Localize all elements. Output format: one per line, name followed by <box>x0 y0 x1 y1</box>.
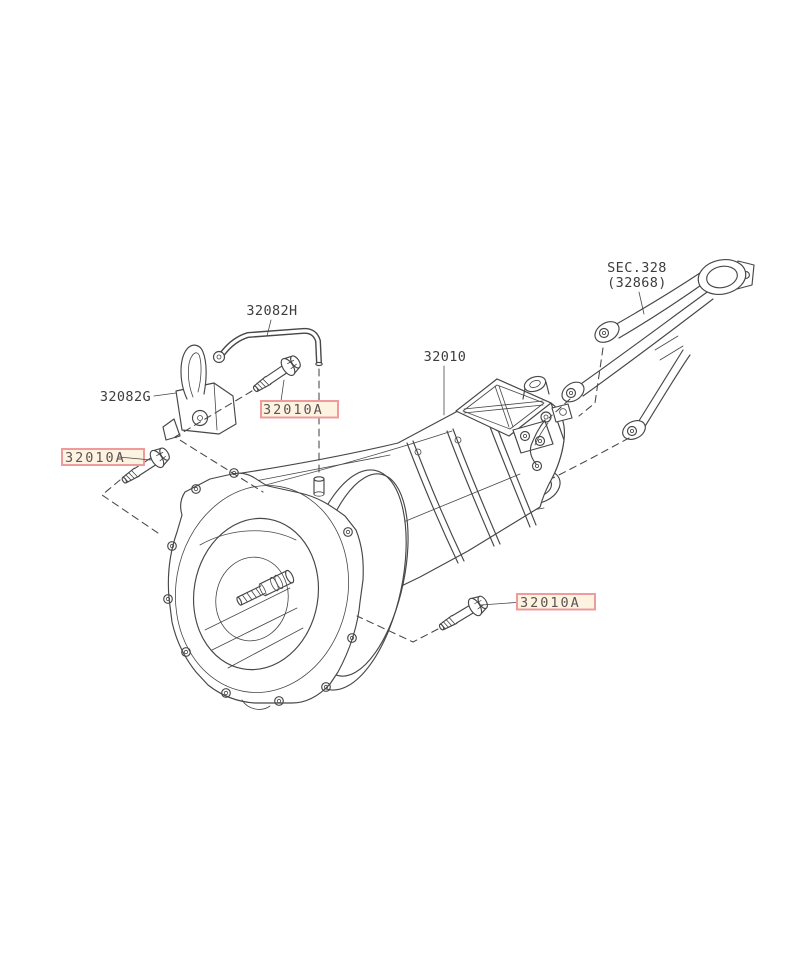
bracket-collar-ring <box>697 259 755 295</box>
guide-line-middle-bolt <box>174 390 264 493</box>
leader-line <box>118 456 152 461</box>
label-32082h-text: 32082H <box>246 303 297 319</box>
guide-line-bracket-upper <box>578 347 604 417</box>
breather-pipe-32082h <box>212 327 323 367</box>
flange-bolt-bottom <box>434 591 492 637</box>
leader-line <box>480 602 517 606</box>
shifter-mount-details <box>512 403 573 472</box>
case-rib-hoops <box>406 416 537 564</box>
label-sec328-line2: (32868) <box>607 275 667 291</box>
part-link-32010a-front-left[interactable]: 32010A <box>61 448 152 466</box>
guide-line-bracket-bottom <box>552 437 630 479</box>
bracket-arm-upper <box>612 270 704 327</box>
part-link-text[interactable]: 32010A <box>65 450 126 466</box>
bracket-arm-lower <box>577 289 711 387</box>
leader-line <box>266 319 272 337</box>
bell-housing <box>163 468 364 710</box>
part-link-32010a-lower-right[interactable]: 32010A <box>480 593 596 611</box>
label-32082g-text: 32082G <box>100 389 151 405</box>
flange-bolt-middle <box>248 351 305 399</box>
leader-line <box>153 392 177 397</box>
sec328-support-bracket <box>561 259 755 440</box>
bracket-arm-bottom <box>636 349 684 425</box>
highlight-box[interactable] <box>516 593 596 611</box>
label-32010: 32010 <box>424 349 467 416</box>
part-link-text[interactable]: 32010A <box>263 402 324 418</box>
leader-line <box>638 291 645 315</box>
part-link-text[interactable]: 32010A <box>520 595 581 611</box>
pipe-open-end <box>315 361 323 367</box>
assembly-guide-lines <box>101 347 630 643</box>
transmission-assembly <box>163 375 573 710</box>
shift-cover <box>455 378 552 437</box>
clamp-bracket-32082g <box>162 344 237 441</box>
highlight-box[interactable] <box>61 448 145 466</box>
guide-line-bracket-lower <box>548 398 571 419</box>
guide-line-bottom-bolt <box>356 615 439 643</box>
label-32010-text: 32010 <box>424 349 467 365</box>
label-sec328-line1: SEC.328 <box>607 260 667 276</box>
bracket-boss-lower <box>561 381 585 403</box>
input-shaft <box>236 569 295 606</box>
bracket-boss-upper <box>594 321 620 343</box>
label-sec328: SEC.328 (32868) <box>607 260 667 315</box>
label-32082h: 32082H <box>246 303 297 337</box>
guide-line-left-bolt <box>101 479 159 534</box>
breather-port <box>313 476 325 497</box>
bracket-boss-bottom <box>622 420 646 440</box>
part-link-32010a-upper-middle[interactable]: 32010A <box>260 379 339 419</box>
label-32082g: 32082G <box>100 389 177 405</box>
highlight-box[interactable] <box>260 400 339 419</box>
leader-line <box>280 379 285 402</box>
bell-housing-bolt-ears <box>163 468 357 706</box>
rear-collar <box>522 375 550 400</box>
pipe-fitting <box>212 350 226 364</box>
